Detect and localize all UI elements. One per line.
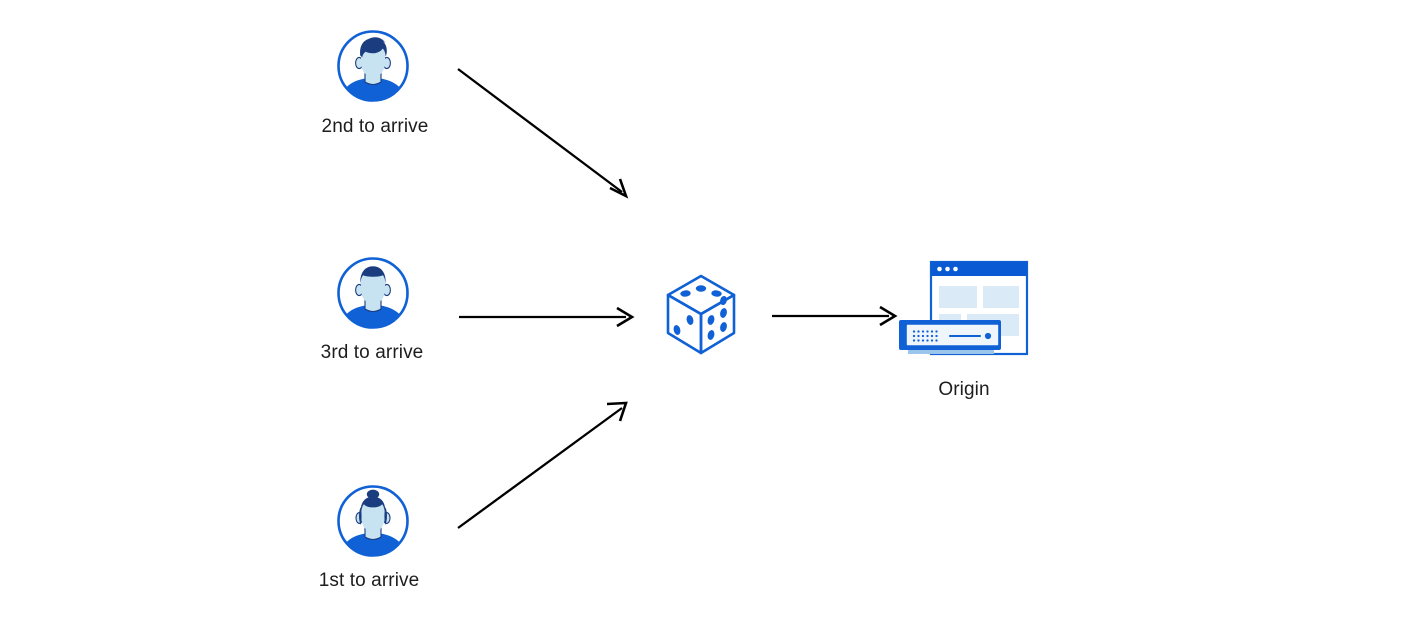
dice-icon xyxy=(666,274,736,355)
node-label-client-3rd: 3rd to arrive xyxy=(320,342,424,363)
arrow-2nd-to-dice xyxy=(457,68,629,199)
user-avatar-icon xyxy=(337,257,409,329)
arrow-1st-to-dice xyxy=(457,401,628,529)
user-avatar-female-icon xyxy=(337,485,409,557)
node-label-client-2nd: 2nd to arrive xyxy=(321,116,429,137)
origin-server-icon xyxy=(899,260,1029,356)
server-device-icon xyxy=(899,320,1001,354)
node-label-client-1st: 1st to arrive xyxy=(318,570,420,591)
user-avatar-icon xyxy=(337,30,409,102)
node-label-origin: Origin xyxy=(938,379,990,400)
arrow-dice-to-origin xyxy=(772,305,898,327)
arrow-3rd-to-dice xyxy=(459,306,635,328)
